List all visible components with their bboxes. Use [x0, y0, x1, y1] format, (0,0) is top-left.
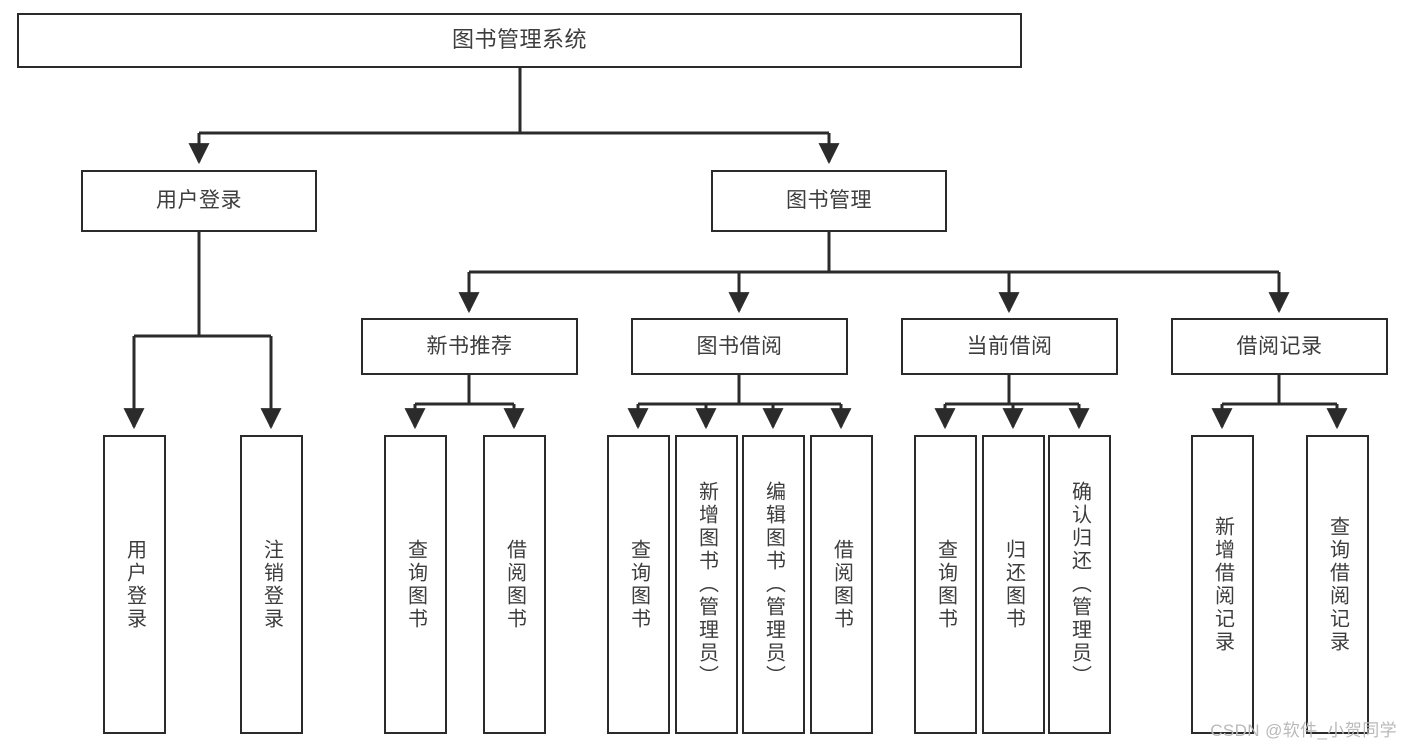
node-leaf-user-login[interactable]: 用户登录	[103, 435, 166, 734]
node-leaf-query-book-3[interactable]: 查询图书	[914, 435, 977, 734]
node-user-login[interactable]: 用户登录	[81, 170, 317, 232]
node-leaf-add-book[interactable]: 新增图书（管理员）	[675, 435, 738, 734]
node-root-label: 图书管理系统	[451, 27, 587, 53]
node-leaf-query-book-3-label: 查询图书	[934, 538, 957, 631]
node-leaf-add-record-label: 新增借阅记录	[1211, 515, 1234, 654]
node-leaf-confirm-return[interactable]: 确认归还（管理员）	[1048, 435, 1111, 734]
node-current-borrow-label: 当前借阅	[966, 334, 1053, 358]
node-leaf-query-record[interactable]: 查询借阅记录	[1306, 435, 1369, 734]
node-root[interactable]: 图书管理系统	[17, 13, 1022, 68]
node-leaf-return-book[interactable]: 归还图书	[982, 435, 1045, 734]
node-leaf-borrow-book-1-label: 借阅图书	[503, 538, 526, 631]
node-leaf-borrow-book-2[interactable]: 借阅图书	[810, 435, 873, 734]
node-book-borrow-label: 图书借阅	[696, 334, 783, 358]
node-leaf-return-book-label: 归还图书	[1002, 538, 1025, 631]
node-leaf-query-book-1-label: 查询图书	[404, 538, 427, 631]
node-leaf-query-book-2[interactable]: 查询图书	[607, 435, 670, 734]
node-leaf-query-record-label: 查询借阅记录	[1326, 515, 1349, 654]
node-leaf-user-login-label: 用户登录	[123, 538, 146, 631]
node-book-borrow[interactable]: 图书借阅	[631, 318, 848, 375]
node-new-book-rec-label: 新书推荐	[426, 334, 513, 358]
node-leaf-add-book-label: 新增图书（管理员）	[695, 481, 718, 688]
node-leaf-borrow-book-1[interactable]: 借阅图书	[483, 435, 546, 734]
node-leaf-query-book-1[interactable]: 查询图书	[384, 435, 447, 734]
node-new-book-rec[interactable]: 新书推荐	[361, 318, 578, 375]
node-leaf-borrow-book-2-label: 借阅图书	[830, 538, 853, 631]
node-leaf-edit-book[interactable]: 编辑图书（管理员）	[742, 435, 805, 734]
node-leaf-query-book-2-label: 查询图书	[627, 538, 650, 631]
node-leaf-logout-label: 注销登录	[260, 538, 283, 631]
node-book-manage[interactable]: 图书管理	[711, 170, 947, 232]
node-book-manage-label: 图书管理	[786, 189, 872, 213]
node-borrow-record[interactable]: 借阅记录	[1171, 318, 1388, 375]
node-current-borrow[interactable]: 当前借阅	[901, 318, 1118, 375]
node-leaf-add-record[interactable]: 新增借阅记录	[1191, 435, 1254, 734]
node-leaf-logout[interactable]: 注销登录	[240, 435, 303, 734]
node-user-login-label: 用户登录	[156, 189, 242, 213]
node-leaf-confirm-return-label: 确认归还（管理员）	[1068, 481, 1091, 688]
node-leaf-edit-book-label: 编辑图书（管理员）	[762, 481, 785, 688]
node-borrow-record-label: 借阅记录	[1236, 334, 1323, 358]
